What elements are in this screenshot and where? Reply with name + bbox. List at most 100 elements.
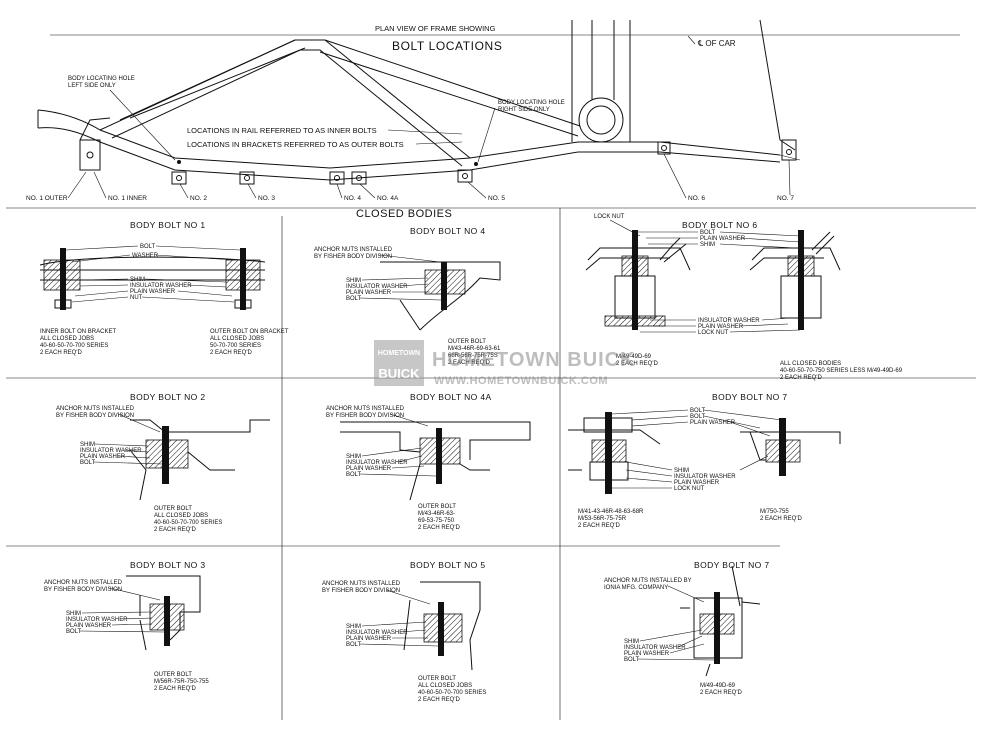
- label-no1-outer: NO. 1 OUTER: [26, 195, 68, 202]
- anchor-note: ANCHOR NUTS INSTALLED: [56, 406, 135, 412]
- watermark-url: WWW.HOMETOWNBUICK.COM: [434, 375, 608, 387]
- callout-bolt: BOLT: [346, 296, 362, 302]
- callout-plain-washer: PLAIN WASHER: [130, 289, 176, 295]
- centerline-label: ℄ OF CAR: [697, 39, 736, 48]
- note-line: M/56R-75R-750-755: [154, 679, 209, 685]
- note-line: ALL CLOSED JOBS: [40, 336, 94, 342]
- hole-left-line1: BODY LOCATING HOLE: [68, 76, 135, 82]
- panel-title: BODY BOLT NO 3: [130, 560, 206, 570]
- panel-title: BODY BOLT NO 2: [130, 392, 206, 402]
- callout-shim: SHIM: [674, 468, 689, 474]
- callout-insulator-washer: INSULATOR WASHER: [66, 617, 128, 623]
- callout-insulator-washer: INSULATOR WASHER: [80, 448, 142, 454]
- callout-bolt-2: BOLT: [690, 414, 706, 420]
- label-no2: NO. 2: [190, 195, 207, 202]
- hometown-buick-watermark: HOMETOWN BUICK HOMETOWN BUICK WWW.HOMETO…: [374, 340, 636, 387]
- plan-subtitle: PLAN VIEW OF FRAME SHOWING: [375, 24, 496, 33]
- callout-plain-washer-lower: PLAIN WASHER: [698, 324, 744, 330]
- note-line: ALL CLOSED BODIES: [780, 361, 841, 367]
- label-no5: NO. 5: [488, 195, 505, 202]
- hole-right-line2: RIGHT SIDE ONLY: [498, 107, 550, 113]
- panel-title: BODY BOLT NO 5: [410, 560, 486, 570]
- note-line: 66R-56R-75R-75S: [448, 353, 498, 359]
- hole-left-line2: LEFT SIDE ONLY: [68, 83, 116, 89]
- note-line: OUTER BOLT: [418, 676, 456, 682]
- hole-right-line1: BODY LOCATING HOLE: [498, 100, 565, 106]
- anchor-note: ANCHOR NUTS INSTALLED: [44, 580, 123, 586]
- section-title: CLOSED BODIES: [356, 208, 452, 220]
- anchor-note: ANCHOR NUTS INSTALLED: [326, 406, 405, 412]
- callout-insulator-washer: INSULATOR WASHER: [346, 630, 408, 636]
- watermark-badge: [374, 340, 424, 386]
- callout-insulator-washer: INSULATOR WASHER: [130, 283, 192, 289]
- label-no7: NO. 7: [777, 195, 794, 202]
- note-line: 40-60-50-70-700 SERIES: [40, 343, 108, 349]
- label-no6: NO. 6: [688, 195, 705, 202]
- note-line: M/41-43-46R-48-63-68R: [578, 509, 644, 515]
- panel-title: BODY BOLT NO 1: [130, 220, 206, 230]
- note-line: 2 EACH REQ'D: [418, 525, 460, 531]
- note-line: 2 EACH REQ'D: [154, 527, 196, 533]
- callout-plain-washer: PLAIN WASHER: [690, 420, 736, 426]
- callout-bolt: BOLT: [66, 629, 82, 635]
- anchor-note: BY FISHER BODY DIVISION: [326, 413, 404, 419]
- note-line: 2 EACH REQ'D: [700, 690, 742, 696]
- callout-shim: SHIM: [80, 442, 95, 448]
- callout-bolt: BOLT: [346, 642, 362, 648]
- callout-bolt: BOLT: [346, 472, 362, 478]
- note-line: 69-53-75-750: [418, 518, 455, 524]
- callout-shim: SHIM: [66, 611, 81, 617]
- note-line: 2 EACH REQ'D: [616, 361, 658, 367]
- panel-body-bolt-4: BODY BOLT NO 4 ANCHOR NUTS INSTALLED BY …: [314, 226, 501, 366]
- panel-title: BODY BOLT NO 7: [694, 560, 770, 570]
- badge-top-text: HOMETOWN: [378, 350, 420, 357]
- plan-title: BOLT LOCATIONS: [392, 39, 502, 53]
- label-no3: NO. 3: [258, 195, 275, 202]
- callout-insulator-washer: INSULATOR WASHER: [624, 645, 686, 651]
- callout-insulator-washer: INSULATOR WASHER: [674, 474, 736, 480]
- note-line: 2 EACH REQ'D: [210, 350, 252, 356]
- note-line: INNER BOLT ON BRACKET: [40, 329, 116, 335]
- anchor-note: ANCHOR NUTS INSTALLED: [314, 247, 393, 253]
- callout-shim: SHIM: [700, 242, 715, 248]
- note-line: OUTER BOLT: [418, 504, 456, 510]
- panel-body-bolt-4a: BODY BOLT NO 4A ANCHOR NUTS INSTALLED BY…: [326, 392, 531, 531]
- callout-plain-washer: PLAIN WASHER: [346, 636, 392, 642]
- note-line: 2 EACH REQ'D: [40, 350, 82, 356]
- note-line: OUTER BOLT: [448, 339, 486, 345]
- note-line: M/49-49D-69: [616, 354, 652, 360]
- callout-bolt: BOLT: [140, 244, 156, 250]
- callout-bolt: BOLT: [624, 657, 640, 663]
- panel-title: BODY BOLT NO 7: [712, 392, 788, 402]
- panel-title: BODY BOLT NO 4A: [410, 392, 492, 402]
- note-line: 2 EACH REQ'D: [154, 686, 196, 692]
- callout-lock-nut: LOCK NUT: [674, 486, 705, 492]
- label-no4: NO. 4: [344, 195, 361, 202]
- anchor-note: ANCHOR NUTS INSTALLED BY: [604, 578, 692, 584]
- callout-plain-washer: PLAIN WASHER: [624, 651, 670, 657]
- anchor-note: BY FISHER BODY DIVISION: [44, 587, 122, 593]
- note-line: 2 EACH REQ'D: [418, 697, 460, 703]
- panel-body-bolt-2: BODY BOLT NO 2 ANCHOR NUTS INSTALLED BY …: [56, 392, 270, 533]
- panel-body-bolt-1: BODY BOLT NO 1 BOLT WASHER SHIM INSULATO…: [39, 220, 289, 356]
- callout-shim: SHIM: [346, 278, 361, 284]
- note-line: M/750-755: [760, 509, 789, 515]
- panel-body-bolt-5: BODY BOLT NO 5 ANCHOR NUTS INSTALLED BY …: [322, 560, 486, 703]
- note-line: OUTER BOLT: [154, 672, 192, 678]
- callout-shim: SHIM: [346, 454, 361, 460]
- inner-bolts-note: LOCATIONS IN RAIL REFERRED TO AS INNER B…: [187, 126, 377, 135]
- callout-plain-washer: PLAIN WASHER: [700, 236, 746, 242]
- callout-insulator-washer: INSULATOR WASHER: [698, 318, 760, 324]
- callout-plain-washer: PLAIN WASHER: [346, 466, 392, 472]
- callout-bolt: BOLT: [700, 230, 716, 236]
- note-line: 2 EACH REQ'D: [780, 375, 822, 381]
- note-line: OUTER BOLT: [154, 506, 192, 512]
- note-line: 40-60-50-70-700 SERIES: [154, 520, 222, 526]
- panel-grid: [6, 207, 976, 720]
- anchor-note: BY FISHER BODY DIVISION: [56, 413, 134, 419]
- callout-lock-nut-top: LOCK NUT: [594, 214, 625, 220]
- callout-shim: SHIM: [130, 277, 145, 283]
- watermark-name: HOMETOWN BUICK: [432, 349, 636, 371]
- note-line: M/43-46R-69-63-61: [448, 346, 501, 352]
